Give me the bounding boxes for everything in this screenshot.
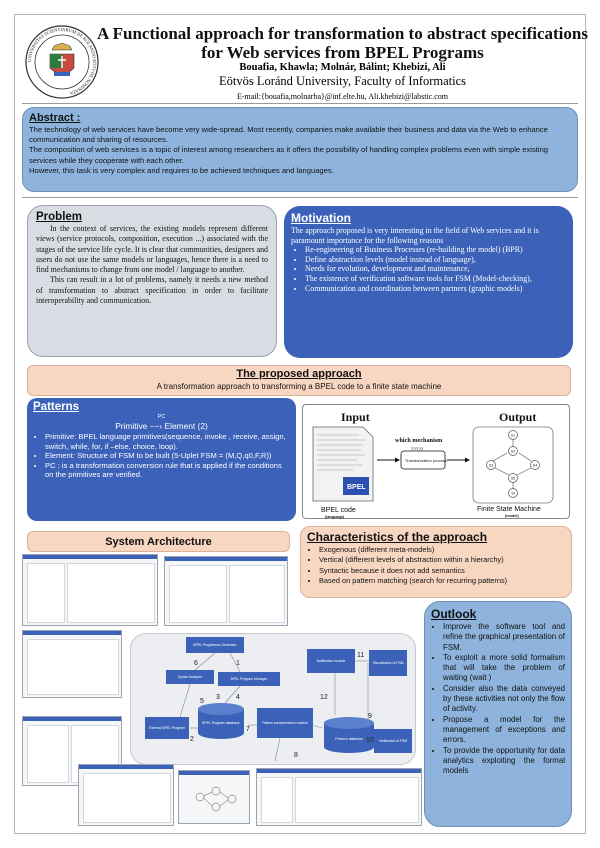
node-programs-generator: BPEL Programms Generator: [186, 637, 244, 653]
characteristic-item: Based on pattern matching (search for re…: [319, 576, 565, 586]
svg-text:Transformation process: Transformation process: [405, 458, 447, 463]
node-protocol-database: Protocol database: [335, 737, 363, 741]
node-notification-module: Notification module: [307, 649, 355, 673]
state-label: S2: [511, 449, 515, 453]
state-node: [508, 473, 518, 483]
screenshot-thumbnail: [164, 556, 288, 626]
screenshot-thumbnail: [22, 554, 158, 626]
motivation-list: Re-engineering of Business Processes (re…: [291, 245, 566, 293]
state-label: Sf: [511, 491, 514, 495]
outlook-item: To exploit a more solid formalism that w…: [443, 653, 565, 684]
abstract-heading: Abstract :: [29, 112, 81, 124]
node-program-database: BPEL Program database: [202, 721, 240, 725]
problem-section: Problem In the context of services, the …: [27, 205, 277, 357]
pc-label: PC: [157, 414, 166, 420]
motivation-item: Communication and coordination between p…: [305, 284, 566, 294]
svg-text:(language): (language): [325, 515, 345, 519]
mechanism-question: which mechanism: [395, 437, 443, 444]
outlook-section: Outlook Improve the software tool and re…: [424, 601, 572, 827]
node-program-manager: BPEL Program Manager: [218, 672, 280, 686]
state-node: [508, 488, 518, 498]
proposed-subtitle: A transformation approach to transformin…: [156, 382, 442, 391]
header-divider: [22, 103, 578, 104]
motivation-item: The existence of verification software t…: [305, 274, 566, 284]
outlook-heading: Outlook: [431, 607, 477, 621]
bpel-badge: [343, 477, 369, 495]
proposed-heading: The proposed approach: [236, 368, 362, 380]
motivation-item: Define abstraction levels (model instead…: [305, 255, 566, 265]
problem-heading: Problem: [36, 211, 83, 223]
outlook-item: To provide the opportunity for data anal…: [443, 746, 565, 777]
output-label: Output: [499, 410, 536, 424]
state-node: [530, 460, 540, 470]
university-seal: UNIVERSITAS SCIENTIARUM DE ROLANDO EÖTVÖ…: [25, 25, 99, 99]
outlook-item: Consider also the data conveyed by these…: [443, 684, 565, 715]
node-syntax-analyzer: Syntax Analyzer: [166, 670, 214, 684]
characteristics-heading: Characteristics of the approach: [307, 530, 488, 544]
transformation-process-box: [400, 450, 446, 470]
node-verification: Verification of FSM: [374, 729, 412, 753]
motivation-item: Re-engineering of Business Processes (re…: [305, 245, 566, 255]
svg-text:(model): (model): [505, 514, 519, 518]
input-label: Input: [341, 410, 370, 424]
pattern-item: Element: Structure of FSM to be built (5…: [45, 451, 290, 461]
screenshot-thumbnail: [22, 630, 122, 698]
state-label: S5: [511, 476, 515, 480]
characteristic-item: Vertical (different levels of abstractio…: [319, 555, 565, 565]
fsm-label: Finite State Machine: [477, 506, 541, 513]
poster-title: A Functional approach for transformation…: [97, 24, 588, 62]
outlook-list: Improve the software tool and refine the…: [431, 622, 565, 776]
motivation-section: Motivation The approach proposed is very…: [284, 206, 573, 358]
fsm-frame: [472, 426, 554, 504]
pattern-formula: Primitive −−› Element (2): [115, 421, 208, 431]
problem-paragraph: In the context of services, the existing…: [36, 224, 268, 275]
abstract-section: Abstract : The technology of web service…: [22, 107, 578, 192]
state-label: S4: [533, 463, 537, 467]
screenshot-thumbnail: [178, 770, 250, 824]
state-label: S1: [511, 433, 515, 437]
node-visualization: Visualization of FSM: [369, 650, 407, 676]
pattern-item: PC : is a transformation conversion rule…: [45, 461, 290, 480]
abstract-paragraph: The technology of web services have beco…: [29, 125, 548, 145]
state-node: [508, 446, 518, 456]
characteristic-item: Exogenous (different meta-models): [319, 545, 565, 555]
characteristic-item: Syntactic because it does not add semant…: [319, 566, 565, 576]
screenshot-thumbnail: [256, 768, 422, 826]
architecture-connectors: [179, 652, 369, 762]
patterns-section: Patterns PC Primitive −−› Element (2) Pr…: [27, 398, 296, 521]
outlook-item: Improve the software tool and refine the…: [443, 622, 565, 653]
proposed-approach-banner: The proposed approach A transformation a…: [27, 365, 571, 396]
svg-text:BPEL: BPEL: [347, 484, 366, 491]
outlook-item: Propose a model for the management of ex…: [443, 715, 565, 746]
bpel-code-label: BPEL code: [321, 507, 356, 514]
state-node: [508, 430, 518, 440]
problem-paragraph: This can result in a lot of problems, na…: [36, 275, 268, 306]
system-architecture-heading: System Architecture: [27, 531, 290, 552]
characteristics-list: Exogenous (different meta-models)Vertica…: [307, 545, 565, 587]
node-external-program: External BPEL Program: [145, 717, 189, 739]
svg-text:?????: ?????: [411, 447, 424, 453]
patterns-heading: Patterns: [33, 401, 80, 413]
state-node: [486, 460, 496, 470]
program-database-icon: [198, 703, 244, 739]
motivation-item: Needs for evolution, development and mai…: [305, 264, 566, 274]
abstract-paragraph: The composition of web services is a top…: [29, 145, 549, 165]
screenshot-thumbnail: [78, 764, 174, 826]
motivation-heading: Motivation: [291, 211, 351, 225]
pattern-item: Primitive: BPEL language primitives(sequ…: [45, 432, 290, 451]
authors: Bouafia, Khawla; Molnár, Bálint; Khebizi…: [239, 62, 446, 73]
characteristics-section: Characteristics of the approach Exogenou…: [300, 526, 572, 598]
protocol-database-icon: [324, 717, 374, 753]
node-pattern-module: Pattern transformation module: [257, 708, 313, 738]
abstract-paragraph: However, this task is very complex and r…: [29, 165, 334, 175]
university: Eötvös Loránd University, Faculty of Inf…: [218, 74, 467, 88]
email: E-mail:{bouafia,molnarba}@inf.elte.hu, A…: [236, 92, 449, 101]
motivation-intro: The approach proposed is very interestin…: [291, 226, 539, 245]
io-figure: Input Output BPEL BPEL code (language) w…: [302, 404, 570, 519]
poster-frame: [14, 14, 586, 834]
state-label: S3: [489, 463, 493, 467]
section-divider: [22, 197, 578, 198]
